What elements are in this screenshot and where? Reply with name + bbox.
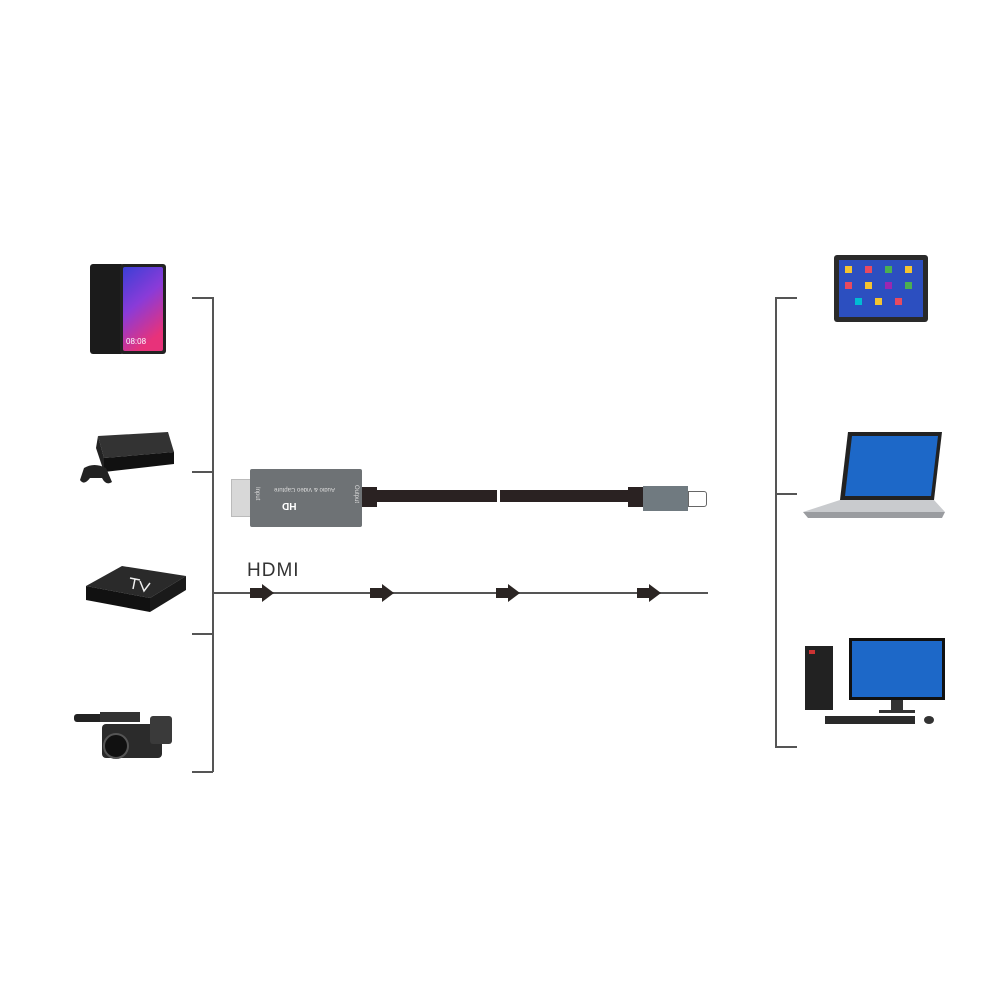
laptop-icon [803, 432, 945, 518]
left-bracket-tick [192, 633, 213, 635]
cable-collar [628, 487, 643, 507]
left-bracket-tick [192, 771, 213, 773]
capture-adapter-body: Input Audio & Video Capture HD Output [250, 469, 362, 527]
usb-c-plug [643, 486, 688, 511]
cable [377, 490, 497, 502]
right-bracket-tick [775, 297, 797, 299]
left-bracket-tick [192, 297, 213, 299]
right-bracket-vertical [775, 297, 777, 747]
brand-label: HD [282, 500, 297, 511]
usb-c-tip [688, 491, 707, 507]
smartphone-icon: 08:08 [90, 264, 166, 354]
cable [500, 490, 628, 502]
cable-collar [362, 487, 377, 507]
right-bracket-tick [775, 493, 797, 495]
arrow-right-icon [496, 584, 520, 602]
phone-clock: 08:08 [126, 337, 147, 346]
input-label: Input [254, 487, 260, 501]
hdmi-label: HDMI [247, 560, 300, 581]
signal-line [213, 592, 708, 594]
output-label: Output [353, 485, 359, 504]
game-console-icon [80, 432, 174, 484]
left-bracket-vertical [212, 297, 214, 772]
camcorder-icon [74, 712, 172, 759]
product-label: Audio & Video Capture [274, 486, 335, 492]
arrow-right-icon [370, 584, 394, 602]
left-bracket-tick [192, 471, 213, 473]
desktop-computer-icon [805, 638, 945, 724]
arrow-right-icon [250, 584, 274, 602]
right-bracket-tick [775, 746, 797, 748]
tablet-icon [834, 255, 928, 322]
arrow-right-icon [637, 584, 661, 602]
tv-box-icon [86, 566, 186, 612]
